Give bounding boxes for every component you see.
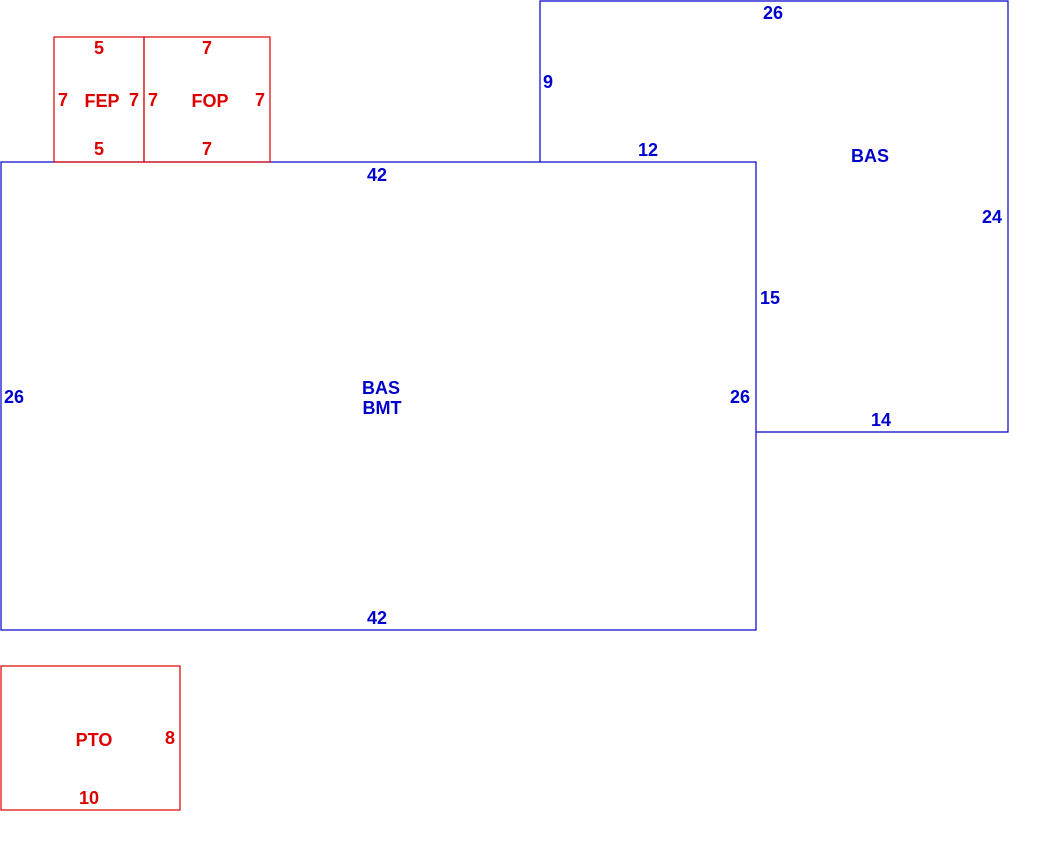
fop-right-dimension: 7: [255, 90, 265, 110]
main-right-dimension: 26: [730, 387, 750, 407]
fop-area-outline: [143, 36, 271, 163]
main-top-dimension: 42: [367, 165, 387, 185]
main-area-outline: [0, 161, 757, 631]
addition-area-label: BAS: [851, 146, 889, 166]
fep-right-dimension: 7: [129, 90, 139, 110]
addition-top-dimension: 26: [763, 3, 783, 23]
fop-area-label: FOP: [191, 91, 228, 111]
main-area-label: BAS: [362, 378, 400, 398]
fep-top-dimension: 5: [94, 38, 104, 58]
fop-top-dimension: 7: [202, 38, 212, 58]
pto-area-label: PTO: [76, 730, 113, 750]
main-left-dimension: 26: [4, 387, 24, 407]
fep-area-label: FEP: [84, 91, 119, 111]
addition-area-outline: [539, 0, 1009, 433]
pto-bottom-dimension: 10: [79, 788, 99, 808]
main-bottom-dimension: 42: [367, 608, 387, 628]
addition-right-dimension: 24: [982, 207, 1002, 227]
fop-left-dimension: 7: [148, 90, 158, 110]
fep-bottom-dimension: 5: [94, 139, 104, 159]
pto-area-outline: [0, 665, 181, 811]
addition-lower-left-dimension: 15: [760, 288, 780, 308]
main-area-sublabel: BMT: [363, 398, 402, 418]
fop-bottom-dimension: 7: [202, 139, 212, 159]
fep-left-dimension: 7: [58, 90, 68, 110]
pto-right-dimension: 8: [165, 728, 175, 748]
addition-bottom-dimension: 14: [871, 410, 891, 430]
addition-step-dimension: 12: [638, 140, 658, 160]
addition-left-dimension: 9: [543, 72, 553, 92]
